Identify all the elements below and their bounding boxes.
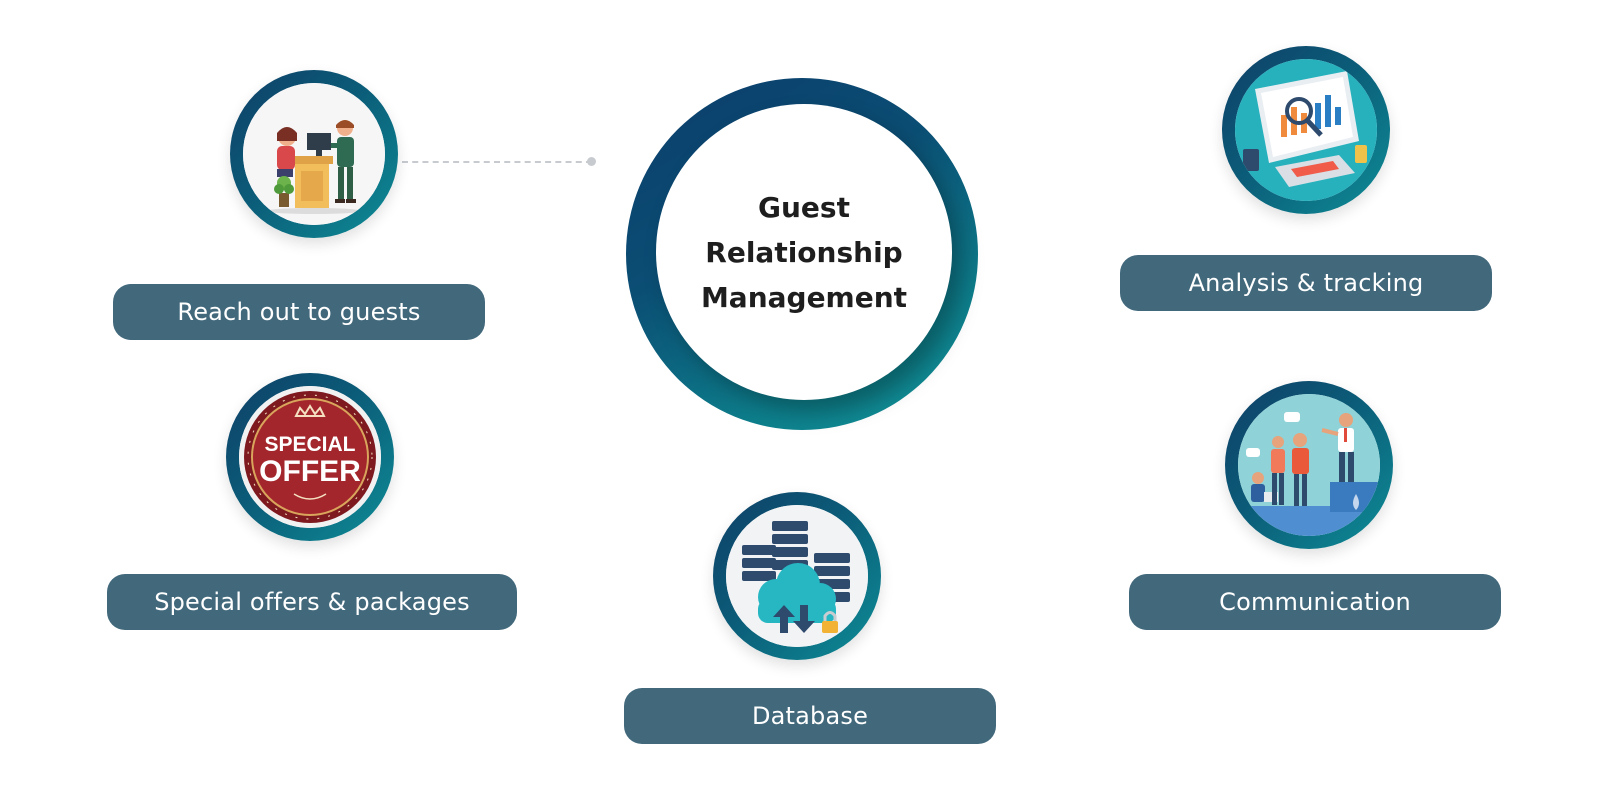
hub-title-line-3: Management — [700, 280, 908, 314]
database-label: Database — [624, 688, 996, 744]
reception-icon — [243, 83, 385, 225]
connector-dot — [587, 157, 596, 166]
node-reach-out — [230, 70, 398, 238]
cloud-database-icon — [726, 505, 868, 647]
special-offer-badge-icon: SPECIAL OFFER — [239, 386, 381, 528]
node-analysis — [1222, 46, 1390, 214]
node-database — [713, 492, 881, 660]
node-communication — [1225, 381, 1393, 549]
node-special-offers: SPECIAL OFFER — [226, 373, 394, 541]
team-communication-icon — [1238, 394, 1380, 536]
analysis-label: Analysis & tracking — [1120, 255, 1492, 311]
special-offers-label: Special offers & packages — [107, 574, 517, 630]
communication-label: Communication — [1129, 574, 1501, 630]
analytics-dashboard-icon — [1235, 59, 1377, 201]
badge-text-special: SPECIAL — [264, 433, 355, 456]
connector-line — [402, 161, 592, 163]
reach-out-label: Reach out to guests — [113, 284, 485, 340]
hub-circle: Guest Relationship Management — [626, 78, 978, 430]
badge-text-offer: OFFER — [259, 455, 361, 488]
hub-title: Guest Relationship Management — [656, 104, 952, 400]
hub-title-line-1: Guest — [758, 190, 850, 224]
hub-title-line-2: Relationship — [705, 235, 903, 269]
